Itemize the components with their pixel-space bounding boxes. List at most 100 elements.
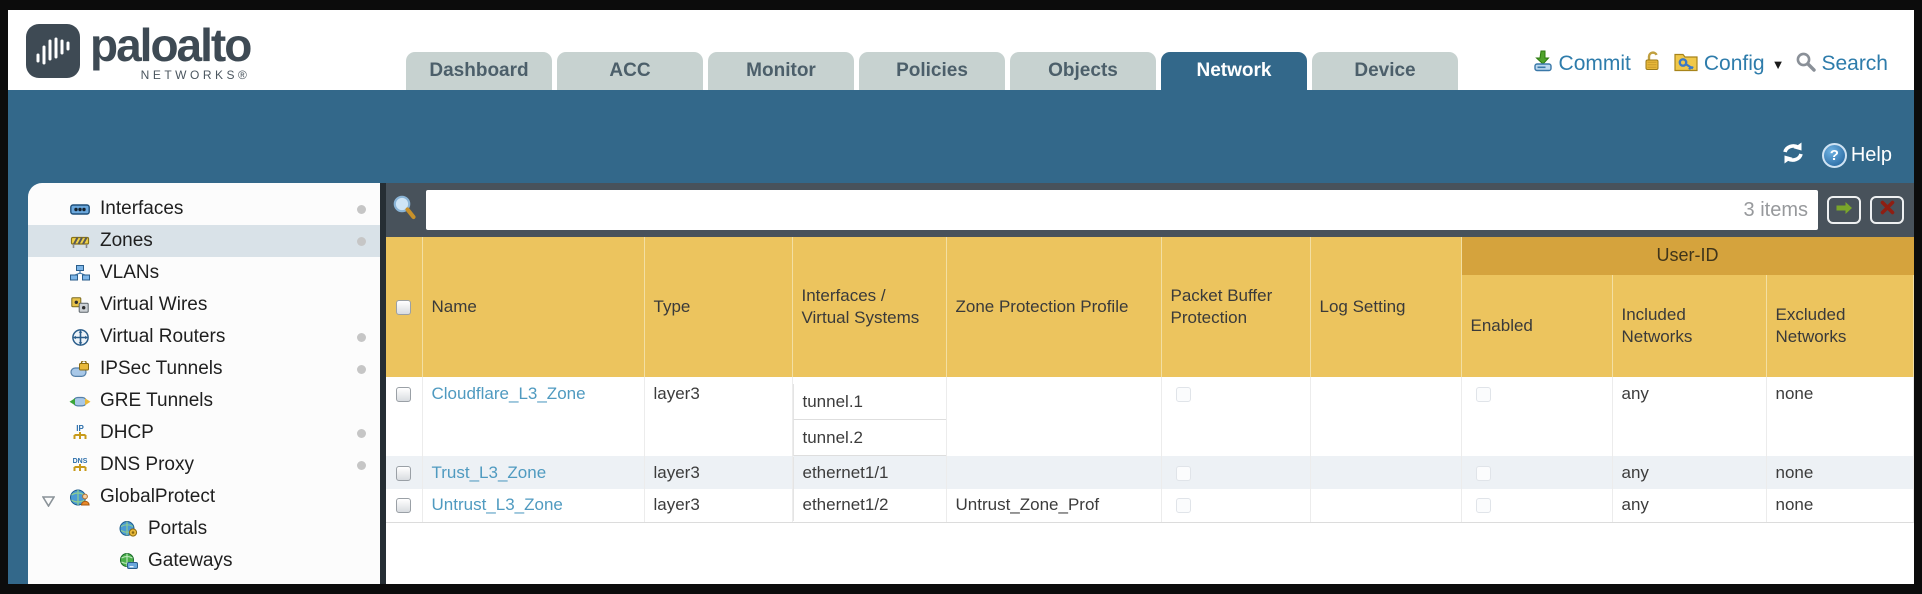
page-banner: ? Help xyxy=(8,90,1914,183)
brand-subtext: NETWORKS® xyxy=(140,68,251,82)
zone-name-link[interactable]: Cloudflare_L3_Zone xyxy=(431,384,586,403)
table-row: Cloudflare_L3_Zone layer3 tunnel.1 tunne… xyxy=(386,377,1914,456)
green-arrow-icon xyxy=(1835,201,1853,220)
sidebar-item-ipsec-tunnels[interactable]: IPSec Tunnels xyxy=(28,353,380,385)
column-header-type[interactable]: Type xyxy=(644,237,793,377)
tab-acc[interactable]: ACC xyxy=(557,52,703,90)
column-header-excluded-networks[interactable]: Excluded Networks xyxy=(1766,275,1914,377)
tab-monitor[interactable]: Monitor xyxy=(708,52,854,90)
sidebar-item-gre-tunnels[interactable]: GRE Tunnels xyxy=(28,385,380,417)
included-networks-value: any xyxy=(1612,377,1767,456)
sidebar-item-label: DHCP xyxy=(100,422,154,443)
close-icon xyxy=(1880,200,1895,220)
column-header-enabled[interactable]: Enabled xyxy=(1461,275,1613,377)
column-header-included-networks[interactable]: Included Networks xyxy=(1612,275,1767,377)
status-dot xyxy=(357,205,366,214)
sidebar-item-vlans[interactable]: VLANs xyxy=(28,257,380,289)
zone-protection-profile-value: Untrust_Zone_Prof xyxy=(946,489,1162,523)
excluded-networks-value: none xyxy=(1766,456,1914,489)
excluded-networks-value: none xyxy=(1766,377,1914,456)
paloalto-logo: paloalto NETWORKS® xyxy=(26,16,252,82)
apply-filter-button[interactable] xyxy=(1827,196,1861,224)
log-setting-value xyxy=(1310,377,1462,456)
interfaces-icon xyxy=(68,202,92,217)
tab-dashboard[interactable]: Dashboard xyxy=(406,52,552,90)
chevron-down-icon: ▼ xyxy=(1771,56,1785,72)
help-button[interactable]: ? Help xyxy=(1821,143,1892,168)
packet-buffer-checkbox[interactable] xyxy=(1175,498,1191,514)
sidebar-item-virtual-wires[interactable]: Virtual Wires xyxy=(28,289,380,321)
svg-text:DNS: DNS xyxy=(73,458,88,465)
zones-table: Name Type Interfaces / Virtual Systems Z… xyxy=(386,237,1914,523)
gre-tunnels-icon xyxy=(68,394,92,409)
packet-buffer-checkbox[interactable] xyxy=(1175,387,1191,403)
included-networks-value: any xyxy=(1612,456,1767,489)
clear-filter-button[interactable] xyxy=(1870,196,1904,224)
sidebar-item-interfaces[interactable]: Interfaces xyxy=(28,193,380,225)
zone-protection-profile-value xyxy=(946,377,1162,456)
status-dot xyxy=(357,333,366,342)
filter-search-icon xyxy=(392,194,417,226)
packet-buffer-checkbox[interactable] xyxy=(1175,465,1191,481)
filter-bar: 3 items xyxy=(386,183,1914,237)
sidebar-item-dns-proxy[interactable]: DNS DNS Proxy xyxy=(28,449,380,481)
tab-objects[interactable]: Objects xyxy=(1010,52,1156,90)
search-icon xyxy=(1795,51,1817,78)
zone-name-link[interactable]: Trust_L3_Zone xyxy=(431,462,547,482)
zones-icon xyxy=(68,234,92,249)
select-all-header xyxy=(386,237,423,377)
commit-button[interactable]: Commit xyxy=(1532,50,1631,78)
search-label: Search xyxy=(1821,52,1888,75)
column-header-interfaces[interactable]: Interfaces / Virtual Systems xyxy=(792,237,947,377)
items-count-label: 3 items xyxy=(1743,198,1808,221)
sidebar-item-portals[interactable]: Portals xyxy=(28,513,380,545)
content-area: Interfaces Zones VLANs xyxy=(8,183,1914,584)
sidebar-item-label: IPSec Tunnels xyxy=(100,358,223,379)
global-search-button[interactable]: Search xyxy=(1795,51,1888,78)
included-networks-value: any xyxy=(1612,489,1767,523)
config-menu-button[interactable]: Config ▼ xyxy=(1673,51,1785,78)
zone-type: layer3 xyxy=(644,377,793,456)
tab-network[interactable]: Network xyxy=(1161,52,1307,90)
sidebar-item-globalprotect[interactable]: GlobalProtect xyxy=(28,481,380,513)
collapse-triangle-icon[interactable] xyxy=(41,491,56,513)
interface-value: ethernet1/1 xyxy=(792,456,946,489)
sidebar-item-dhcp[interactable]: IP DHCP xyxy=(28,417,380,449)
row-checkbox[interactable] xyxy=(396,465,412,481)
sidebar-item-gateways[interactable]: Gateways xyxy=(28,545,380,577)
zone-protection-profile-value xyxy=(946,456,1162,489)
zone-name-link[interactable]: Untrust_L3_Zone xyxy=(431,495,563,515)
top-header: paloalto NETWORKS® Dashboard ACC Monitor… xyxy=(8,10,1914,90)
column-header-zone-protection-profile[interactable]: Zone Protection Profile xyxy=(946,237,1162,377)
virtual-wires-icon xyxy=(68,297,92,313)
select-all-checkbox[interactable] xyxy=(396,299,412,315)
ipsec-tunnels-icon xyxy=(68,361,92,377)
table-row: Trust_L3_Zone layer3 ethernet1/1 any non… xyxy=(386,456,1914,489)
column-group-user-id: User-ID xyxy=(1461,237,1914,275)
status-dot xyxy=(357,237,366,246)
column-header-log-setting[interactable]: Log Setting xyxy=(1310,237,1462,377)
sidebar-item-label: GRE Tunnels xyxy=(100,390,213,411)
status-dot xyxy=(357,429,366,438)
filter-input[interactable] xyxy=(436,199,1744,221)
sidebar-item-virtual-routers[interactable]: Virtual Routers xyxy=(28,321,380,353)
lock-icon[interactable] xyxy=(1642,50,1662,78)
row-checkbox[interactable] xyxy=(396,498,412,514)
tab-device[interactable]: Device xyxy=(1312,52,1458,90)
user-id-enabled-checkbox[interactable] xyxy=(1475,498,1491,514)
tab-policies[interactable]: Policies xyxy=(859,52,1005,90)
virtual-routers-icon xyxy=(68,328,92,346)
column-header-packet-buffer-protection[interactable]: Packet Buffer Protection xyxy=(1161,237,1311,377)
status-dot xyxy=(357,461,366,470)
column-header-name[interactable]: Name xyxy=(422,237,645,377)
user-id-enabled-checkbox[interactable] xyxy=(1475,387,1491,403)
excluded-networks-value: none xyxy=(1766,489,1914,523)
refresh-icon[interactable] xyxy=(1780,142,1806,169)
sidebar-item-label: VLANs xyxy=(100,262,160,283)
row-checkbox[interactable] xyxy=(396,387,412,403)
user-id-enabled-checkbox[interactable] xyxy=(1475,465,1491,481)
main-nav-tabs: Dashboard ACC Monitor Policies Objects N… xyxy=(406,52,1458,90)
commit-label: Commit xyxy=(1558,52,1631,75)
sidebar-item-zones[interactable]: Zones xyxy=(28,225,380,257)
dns-proxy-icon: DNS xyxy=(68,456,92,474)
